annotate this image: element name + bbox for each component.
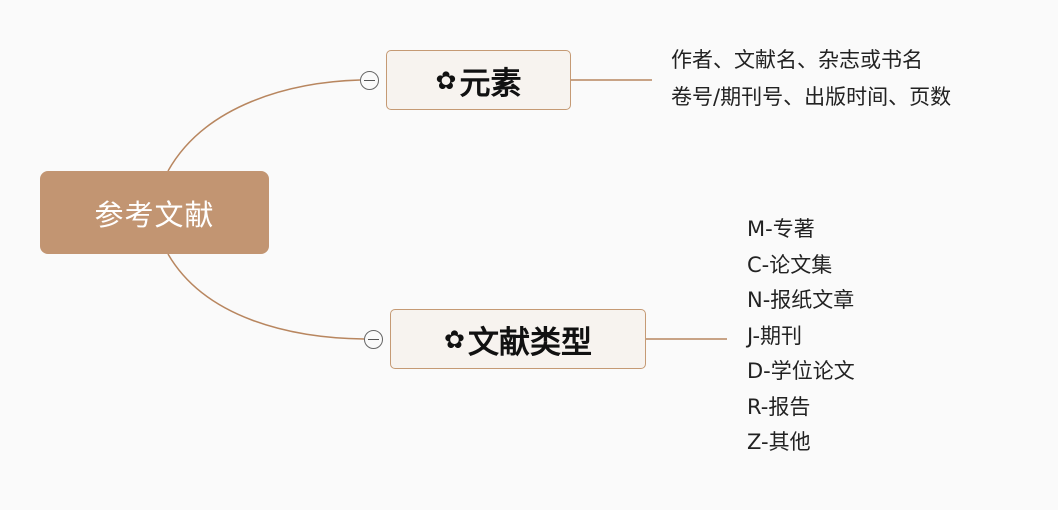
connector-root-to-types [167,253,365,340]
flower-icon: ✿ [444,324,465,354]
leaf-item[interactable]: C-论文集 [747,252,833,277]
leaf-item[interactable]: N-报纸文章 [747,288,855,312]
flower-icon: ✿ [435,65,457,95]
leaf-item[interactable]: J-期刊 [747,323,803,348]
leaf-item[interactable]: Z-其他 [747,430,811,454]
leaf-item[interactable]: R-报告 [747,394,811,419]
branch-node-document-types[interactable]: ✿ 文献类型 [390,309,646,369]
leaf-item[interactable]: 作者、文献名、杂志或书名 [671,48,923,72]
root-node[interactable]: 参考文献 [40,171,269,254]
leaf-item[interactable]: D-学位论文 [747,359,855,383]
leaf-group-document-types: M-专著 C-论文集 N-报纸文章 J-期刊 D-学位论文 R-报告 Z-其他 [747,217,855,466]
branch-label-document-types: 文献类型 [467,324,592,361]
collapse-toggle-icon[interactable] [360,71,379,90]
leaf-item[interactable]: 卷号/期刊号、出版时间、页数 [671,85,952,109]
branch-node-elements[interactable]: ✿ 元素 [386,50,571,110]
leaf-item[interactable]: M-专著 [747,217,815,241]
branch-label-elements: 元素 [459,65,522,102]
leaf-group-elements: 作者、文献名、杂志或书名 卷号/期刊号、出版时间、页数 [671,48,951,122]
root-label: 参考文献 [94,197,215,232]
connector-root-to-elements [167,79,361,172]
collapse-toggle-icon[interactable] [364,330,383,349]
